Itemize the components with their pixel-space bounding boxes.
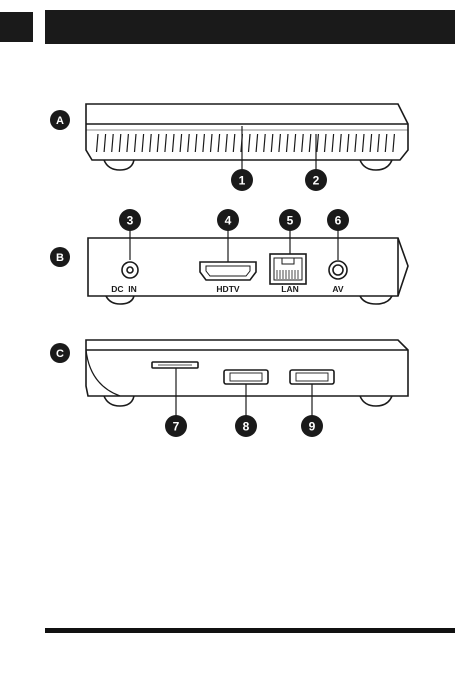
callout-7: 7 [165, 415, 187, 437]
vent-slot [157, 134, 159, 152]
vent-slot [195, 134, 197, 152]
vent-slot [249, 134, 251, 152]
port-label-hdtv: HDTV [216, 284, 239, 294]
vent-slot [287, 134, 289, 152]
view-b-device [88, 238, 408, 304]
footer-rule [45, 628, 455, 633]
section-marker-a: A [50, 110, 70, 130]
section-marker-c: C [50, 343, 70, 363]
vent-slot [279, 134, 281, 152]
section-marker-b: B [50, 247, 70, 267]
port-label-lan: LAN [281, 284, 298, 294]
svg-text:5: 5 [287, 214, 294, 228]
vent-slot [264, 134, 266, 152]
vent-slot [142, 134, 144, 152]
vent-slot [97, 134, 99, 152]
vent-slot [180, 134, 182, 152]
vent-slot [294, 134, 296, 152]
svg-text:4: 4 [225, 214, 232, 228]
svg-text:6: 6 [335, 214, 342, 228]
vent-slot [226, 134, 228, 152]
port-label-av: AV [332, 284, 344, 294]
svg-text:2: 2 [313, 174, 320, 188]
vent-slot [150, 134, 152, 152]
callout-5: 5 [279, 209, 301, 231]
vent-slot [233, 134, 235, 152]
svg-text:8: 8 [243, 420, 250, 434]
vent-slot [119, 134, 121, 152]
view-c-device [86, 340, 408, 406]
vent-slot [302, 134, 304, 152]
vent-slots [97, 134, 395, 152]
vent-slot [135, 134, 137, 152]
port-label-dc-in: DC IN [111, 284, 137, 294]
callout-6: 6 [327, 209, 349, 231]
vent-slot [363, 134, 365, 152]
vent-slot [203, 134, 205, 152]
vent-slot [378, 134, 380, 152]
vent-slot [309, 134, 311, 152]
vent-slot [355, 134, 357, 152]
vent-slot [112, 134, 114, 152]
vent-slot [347, 134, 349, 152]
svg-text:C: C [56, 348, 64, 360]
svg-text:A: A [56, 115, 64, 127]
svg-text:9: 9 [309, 420, 316, 434]
callout-2: 2 [305, 169, 327, 191]
callout-3: 3 [119, 209, 141, 231]
callout-9: 9 [301, 415, 323, 437]
svg-text:B: B [56, 252, 64, 264]
vent-slot [325, 134, 327, 152]
svg-text:1: 1 [239, 174, 246, 188]
svg-text:7: 7 [173, 420, 180, 434]
vent-slot [127, 134, 128, 152]
vent-slot [332, 134, 334, 152]
vent-slot [317, 134, 319, 152]
vent-slot [370, 134, 372, 152]
vent-slot [211, 134, 213, 152]
view-a-device [86, 104, 408, 170]
callout-4: 4 [217, 209, 239, 231]
callout-1: 1 [231, 169, 253, 191]
vent-slot [165, 134, 167, 152]
vent-slot [256, 134, 258, 152]
svg-text:3: 3 [127, 214, 134, 228]
vent-slot [173, 134, 175, 152]
vent-slot [393, 134, 395, 152]
vent-slot [188, 134, 190, 152]
vent-slot [218, 134, 220, 152]
vent-slot [271, 134, 273, 152]
vent-slot [104, 134, 106, 152]
vent-slot [385, 134, 387, 152]
callout-8: 8 [235, 415, 257, 437]
vent-slot [340, 134, 342, 152]
